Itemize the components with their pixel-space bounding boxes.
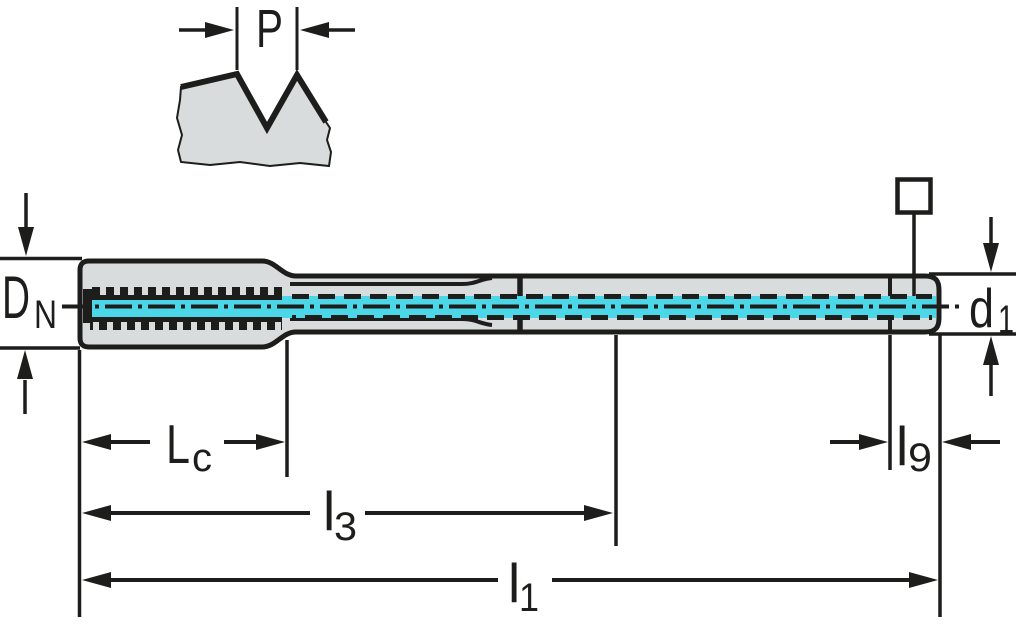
l1-arrow-right: [909, 572, 938, 588]
l9-arrow-left: [859, 434, 888, 450]
l3-label-main: l: [323, 480, 335, 542]
d1-arrow-bottom-head: [983, 336, 999, 365]
shank-diameter-dimension: d 1: [929, 217, 1016, 396]
thread-profile-detail: P: [175, 0, 355, 168]
length-l3-dimension: l 3: [82, 480, 613, 549]
nominal-diameter-dimension: D N: [0, 193, 82, 414]
thread-teeth-bottom: [90, 317, 282, 330]
l1-label-main: l: [508, 552, 520, 614]
tap-body: [62, 213, 963, 350]
flute-runout-top: [290, 276, 493, 286]
dn-arrow-bottom-head: [17, 350, 33, 379]
l1-label-sub: 1: [519, 576, 539, 620]
l9-label-sub: 9: [908, 436, 932, 480]
l3-label-sub: 3: [334, 505, 357, 549]
thread-teeth-top: [90, 287, 282, 300]
dn-label-main: D: [2, 264, 30, 331]
l3-arrow-left: [82, 505, 111, 521]
lc-label-sub: c: [192, 436, 212, 480]
l3-arrow-right: [584, 505, 613, 521]
square-length-dimension: l 9: [830, 415, 1000, 480]
l9-arrow-right: [942, 434, 971, 450]
d1-label-sub: 1: [998, 298, 1014, 342]
dn-arrow-top-head: [18, 227, 34, 256]
overall-length-dimension: l 1: [82, 552, 938, 620]
d1-label-main: d: [969, 277, 994, 339]
pitch-label: P: [256, 0, 283, 59]
thread-profile-crest-edge: [180, 69, 329, 135]
l1-arrow-left: [82, 572, 111, 588]
square-drive-icon: [895, 177, 933, 215]
lc-arrow-left: [82, 434, 111, 450]
lc-label-main: L: [166, 413, 190, 475]
dn-label-sub: N: [34, 293, 57, 337]
thread-start-edge: [83, 289, 92, 323]
pitch-dimension-arrows: [179, 22, 355, 38]
lc-arrow-right: [256, 434, 285, 450]
d1-arrow-top-head: [983, 243, 999, 272]
chamfer-length-dimension: L c: [82, 413, 285, 480]
l9-label-main: l: [896, 415, 908, 477]
